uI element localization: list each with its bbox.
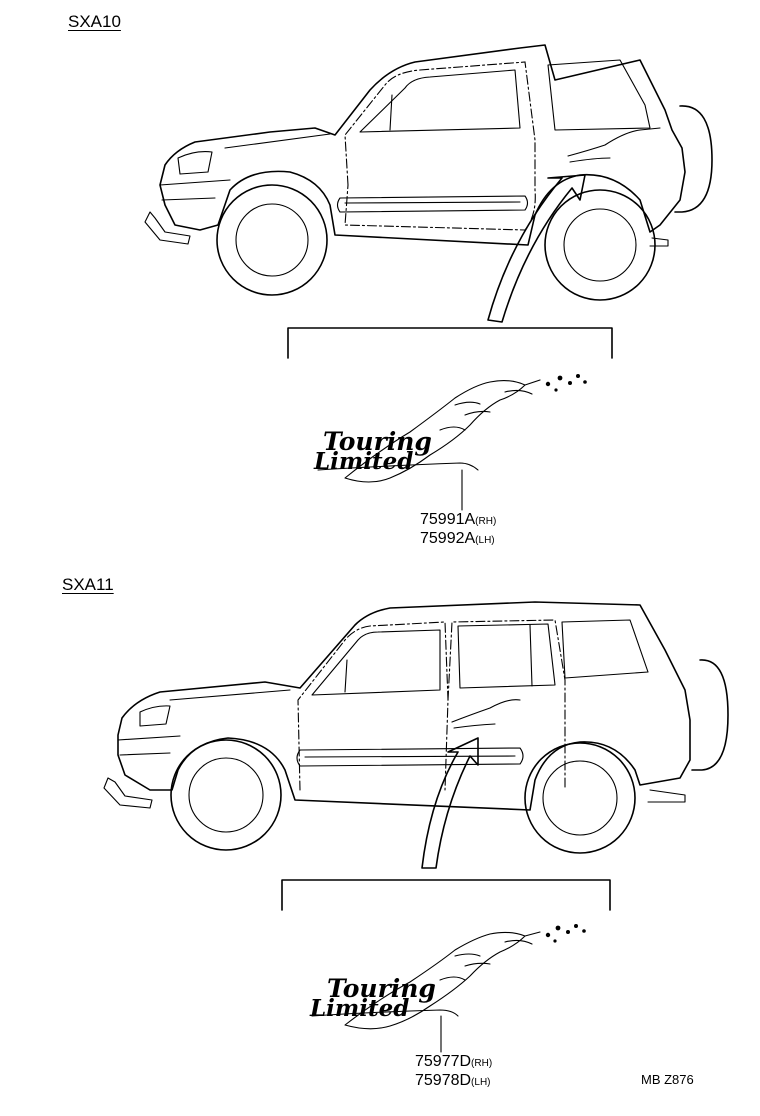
part-number-sxa11-lh: 75978D(LH) bbox=[415, 1071, 491, 1092]
part-number-sxa10-lh-suffix: (LH) bbox=[475, 535, 495, 546]
sxa11-emblem-line2: Limited bbox=[309, 995, 409, 1022]
model-label-sxa10: SXA10 bbox=[68, 12, 121, 31]
sxa10-emblem-line1: Touring bbox=[323, 427, 432, 456]
sxa10-emblem-graphic: Touring Limited bbox=[313, 374, 587, 511]
part-number-sxa11-rh-code: 75977D bbox=[415, 1053, 472, 1070]
part-number-sxa11-lh-code: 75978D bbox=[415, 1072, 472, 1089]
part-number-sxa10-lh: 75992A(LH) bbox=[420, 529, 495, 550]
part-number-sxa10-rh-suffix: (RH) bbox=[475, 516, 497, 527]
part-number-sxa11-rh-suffix: (RH) bbox=[471, 1058, 493, 1069]
part-number-sxa10-lh-code: 75992A bbox=[420, 530, 476, 547]
sxa10-emblem-line2: Limited bbox=[313, 448, 413, 475]
part-number-sxa10-rh-code: 75991A bbox=[420, 511, 476, 528]
sxa11-emblem-line1: Touring bbox=[327, 974, 436, 1003]
part-number-sxa11-lh-suffix: (LH) bbox=[471, 1077, 491, 1088]
sxa10-vehicle-drawing bbox=[144, 44, 713, 359]
part-number-sxa10-rh: 75991A(RH) bbox=[420, 510, 496, 531]
diagram-code: MB Z876 bbox=[641, 1072, 694, 1087]
sxa11-vehicle-drawing bbox=[103, 601, 729, 911]
part-number-sxa11-rh: 75977D(RH) bbox=[415, 1052, 492, 1073]
model-label-sxa11: SXA11 bbox=[62, 575, 114, 594]
sxa11-emblem-graphic: Touring Limited bbox=[309, 924, 586, 1053]
